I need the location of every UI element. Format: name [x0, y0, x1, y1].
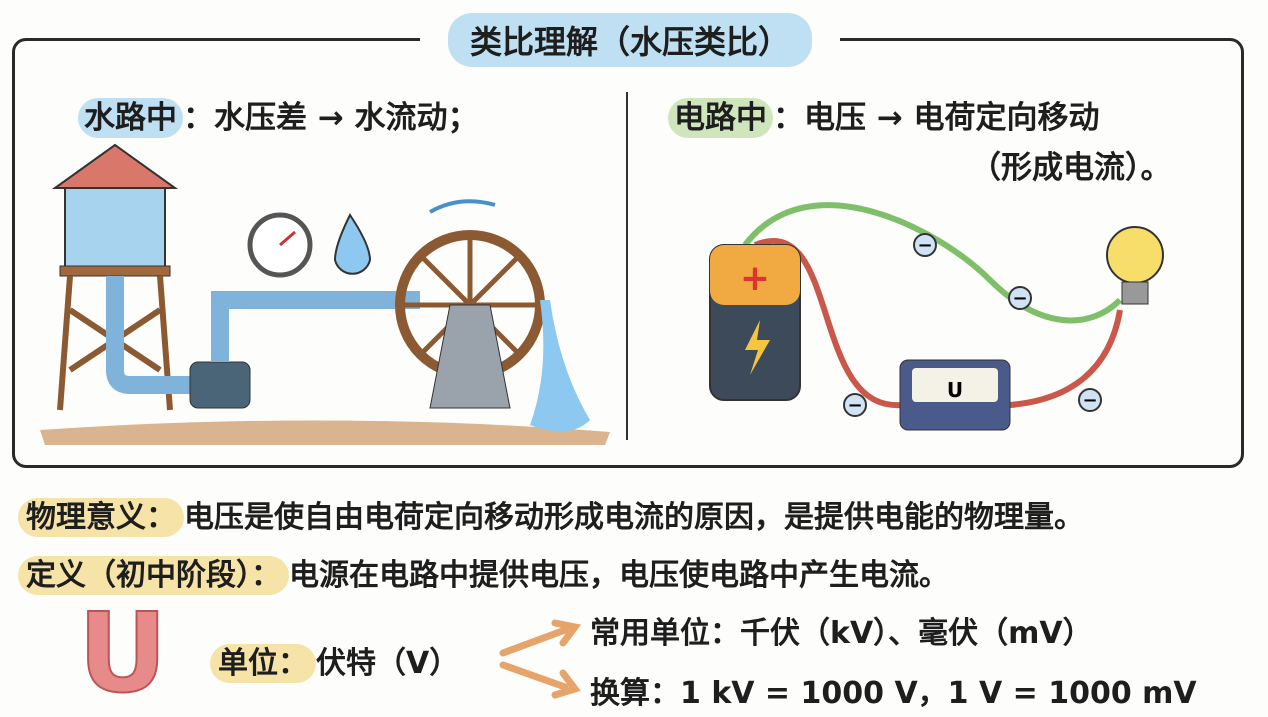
circuit-header-line2: （形成电流）。 — [970, 150, 1172, 186]
definition-row: 定义（初中阶段）：电源在电路中提供电压，电压使电路中产生电流。 — [18, 550, 949, 595]
tower-roof — [51, 143, 179, 189]
tower-legs — [57, 275, 173, 411]
lightning-icon — [745, 320, 770, 375]
meaning-row: 物理意义：电压是使自由电荷定向移动形成电流的原因，是提供电能的物理量。 — [18, 492, 1084, 537]
water-header: 水路中：水压差 → 水流动； — [78, 92, 479, 138]
panel-divider — [626, 92, 628, 440]
water-tank — [64, 187, 166, 269]
svg-text:−: − — [847, 395, 862, 416]
unit-row: 单位：伏特（V） — [210, 638, 459, 683]
light-bulb-icon — [1106, 226, 1164, 284]
wire-red — [753, 238, 1123, 409]
svg-text:−: − — [1012, 288, 1027, 309]
water-system-illustration — [40, 143, 610, 445]
branch-arrows-icon — [499, 619, 582, 699]
circuit-header: 电路中：电压 → 电荷定向移动 — [668, 92, 1100, 138]
analogy-title: 类比理解（水压类比） — [420, 13, 840, 67]
unit-conversion: 换算：1 kV = 1000 V，1 V = 1000 mV — [590, 676, 1197, 711]
flow-arrow-icon — [429, 199, 496, 214]
pipe — [106, 276, 190, 394]
circuit-illustration: + U − − − − — [709, 202, 1164, 431]
svg-text:+: + — [740, 258, 770, 299]
svg-text:−: − — [1082, 390, 1097, 411]
common-units: 常用单位：千伏（kV）、毫伏（mV） — [590, 616, 1093, 651]
wire-green — [742, 202, 1123, 324]
voltage-symbol: U — [77, 589, 168, 717]
ground — [40, 420, 610, 445]
pump — [189, 361, 251, 409]
water-splash — [530, 300, 590, 432]
charge-icons — [843, 233, 1102, 417]
water-drop-icon — [333, 213, 372, 275]
svg-text:−: − — [917, 235, 932, 256]
svg-text:U: U — [947, 378, 963, 402]
